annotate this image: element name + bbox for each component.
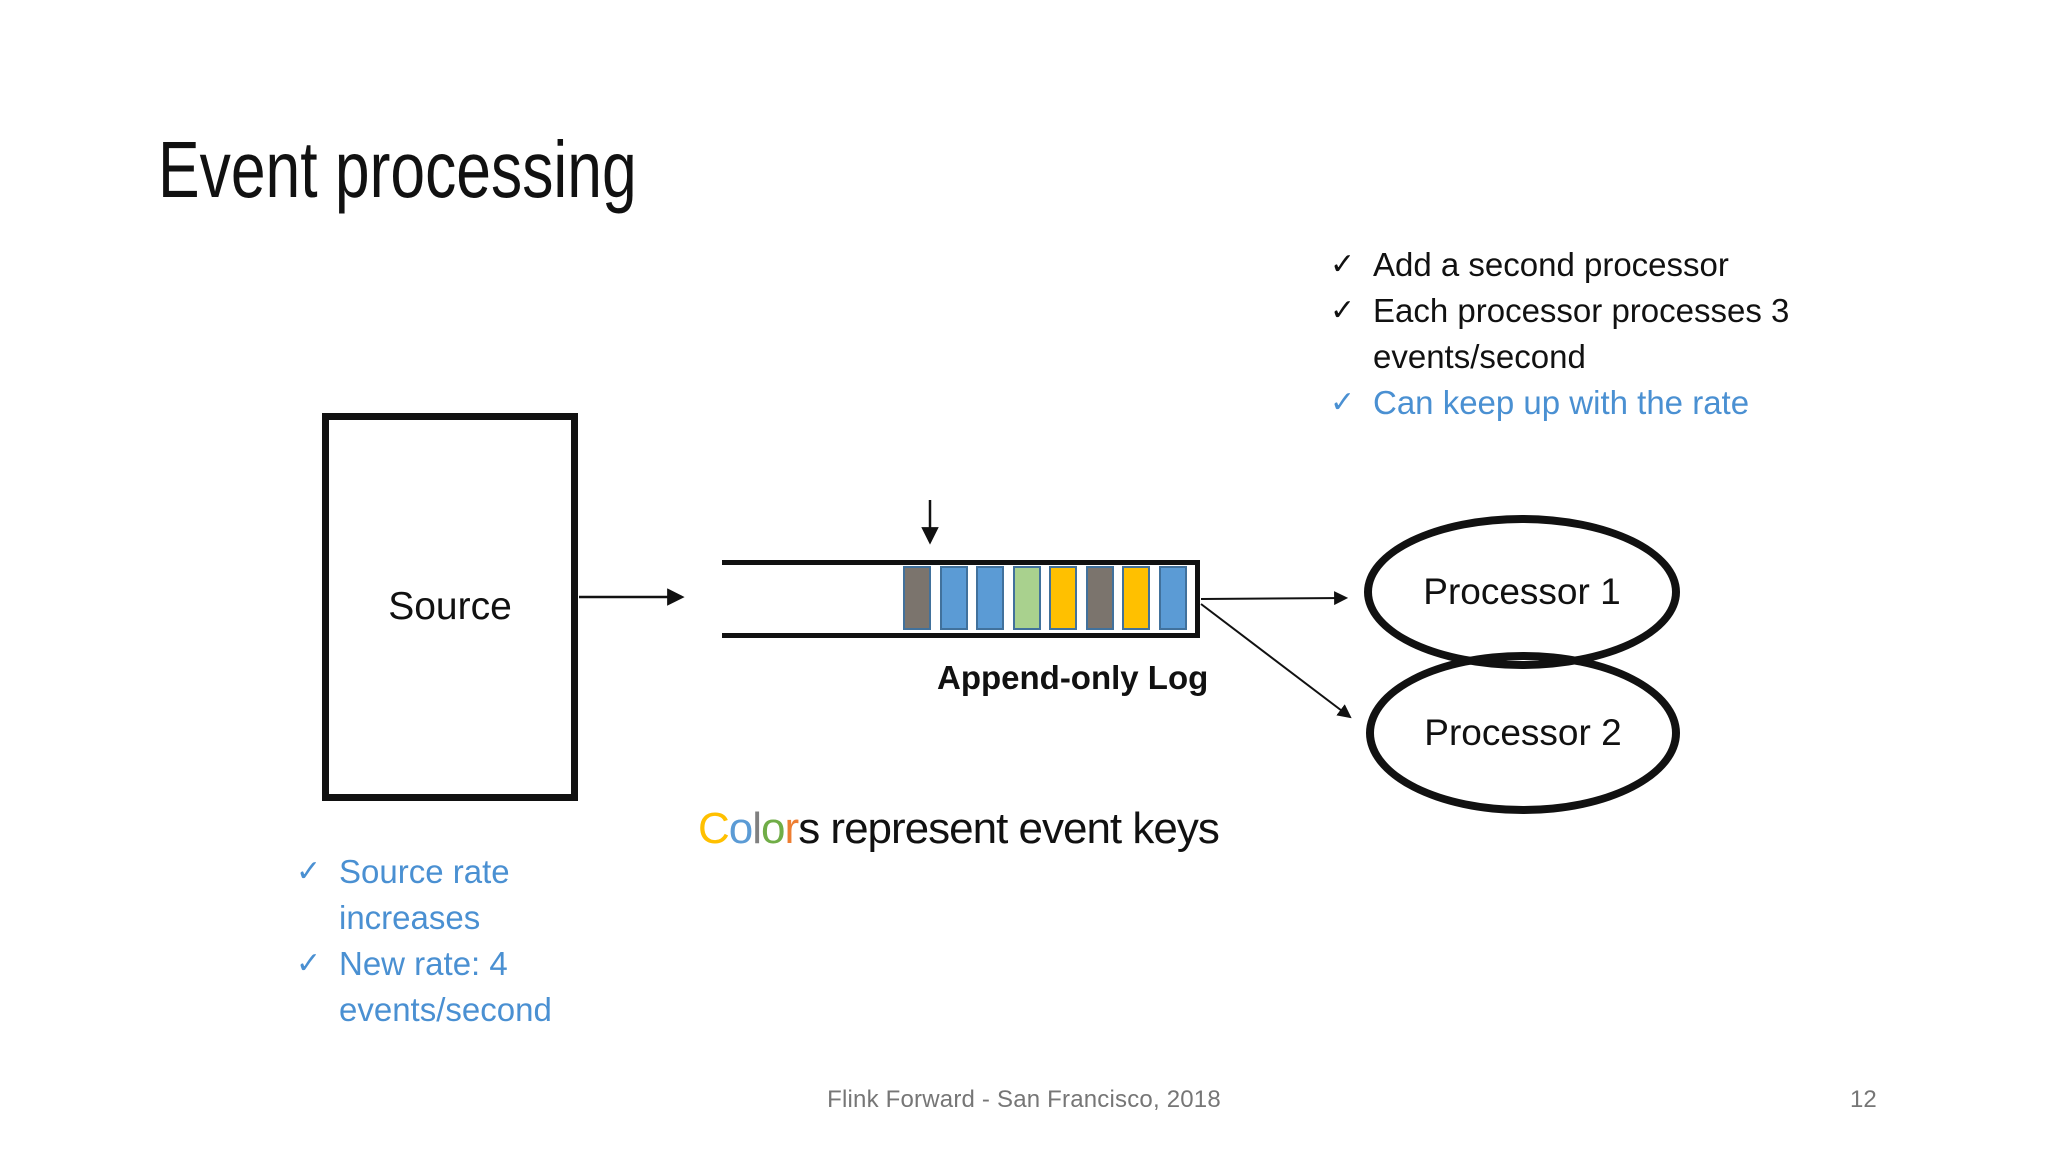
source-box: Source (322, 413, 578, 801)
check-icon: ✓ (296, 855, 322, 888)
colors-caption: Colors represent event keys (698, 803, 1220, 856)
log-event-blue (1158, 566, 1187, 630)
log-event-green (1012, 566, 1041, 630)
log-event-blue (976, 566, 1004, 630)
log-event-gold (1122, 566, 1150, 630)
check-icon: ✓ (296, 947, 322, 980)
checklist-item-text: New rate: 4 events/second (339, 945, 552, 1028)
checklist-item: ✓ Add a second processor (1330, 242, 1930, 288)
check-icon: ✓ (1330, 294, 1356, 327)
slide-title: Event processing (158, 125, 637, 214)
log-event-gray (903, 566, 931, 630)
checklist-item-text: Can keep up with the rate (1373, 384, 1750, 421)
log-event-gray (1085, 566, 1114, 630)
checklist-item: ✓ Each processor processes 3 events/secon… (1330, 288, 1930, 380)
checklist-top-right: ✓ Add a second processor ✓ Each processor p… (1330, 242, 1930, 426)
checklist-item-text: Add a second processor (1373, 246, 1729, 283)
page-number: 12 (1850, 1086, 1877, 1113)
check-icon: ✓ (1330, 248, 1356, 281)
checklist-item-text: Source rate increases (339, 853, 510, 936)
log-event-gold (1049, 566, 1077, 630)
log-event-blue (939, 566, 968, 630)
source-label: Source (388, 585, 512, 628)
append-only-log-label: Append-only Log (937, 659, 1209, 696)
caption-colored-letter: r (784, 804, 800, 853)
check-icon: ✓ (1330, 386, 1356, 419)
log-event-bars (903, 566, 1187, 630)
log-to-processor-1-arrow (1200, 591, 1349, 606)
checklist-item-text: Each processor processes 3 events/second (1373, 292, 1790, 375)
footer-text: Flink Forward - San Francisco, 2018 (827, 1086, 1221, 1113)
caption-colored-letter: C (698, 804, 730, 853)
caption-rest-text: s represent event keys (798, 804, 1220, 853)
caption-colored-letter: o (728, 804, 754, 853)
processor-1-ellipse: Processor 1 (1364, 515, 1680, 669)
checklist-bottom-left: ✓ Source rate increases ✓ New rate: 4 event… (296, 849, 716, 1033)
processor-2-label: Processor 2 (1424, 712, 1622, 753)
checklist-item: ✓ Can keep up with the rate (1330, 380, 1930, 426)
caption-colored-letter: l (752, 804, 762, 853)
processor-2-ellipse: Processor 2 (1366, 652, 1680, 814)
caption-colored-letter: o (761, 804, 786, 853)
checklist-item: ✓ Source rate increases (296, 849, 716, 941)
log-to-processor-2-arrow (1200, 603, 1352, 719)
checklist-item: ✓ New rate: 4 events/second (296, 941, 716, 1033)
processor-1-label: Processor 1 (1423, 571, 1621, 612)
